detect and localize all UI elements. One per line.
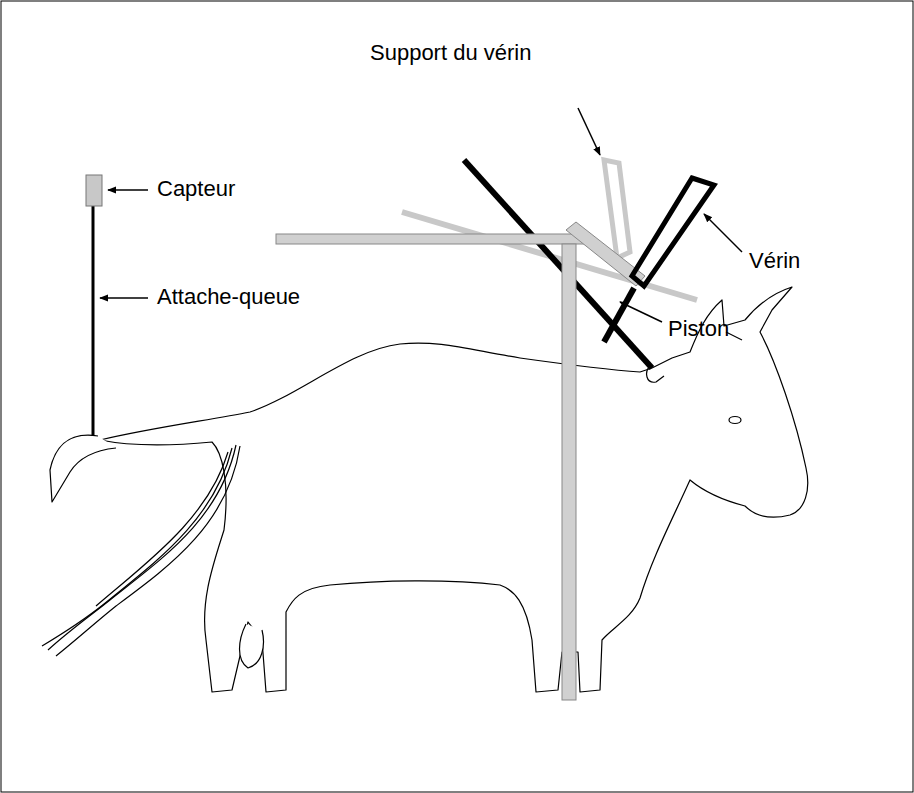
rod xyxy=(464,160,652,368)
ghost-cylinder xyxy=(604,160,630,258)
frame-post xyxy=(562,244,576,700)
frame-beam xyxy=(276,234,590,244)
part-label: Vérin xyxy=(749,248,800,273)
leader-arrow xyxy=(578,108,600,155)
cow xyxy=(42,287,808,692)
part-label: Support du vérin xyxy=(370,40,531,65)
tail-attachment xyxy=(92,206,95,436)
part-label: Capteur xyxy=(157,176,235,201)
leader-arrow xyxy=(620,302,662,322)
leader-arrow xyxy=(100,297,148,299)
leader-arrow xyxy=(108,189,148,191)
sensor xyxy=(86,175,102,206)
piston xyxy=(604,288,634,342)
part-label: Piston xyxy=(668,316,729,341)
leader-arrow xyxy=(704,214,742,252)
cylinder xyxy=(632,178,714,286)
part-label: Attache-queue xyxy=(157,284,300,309)
